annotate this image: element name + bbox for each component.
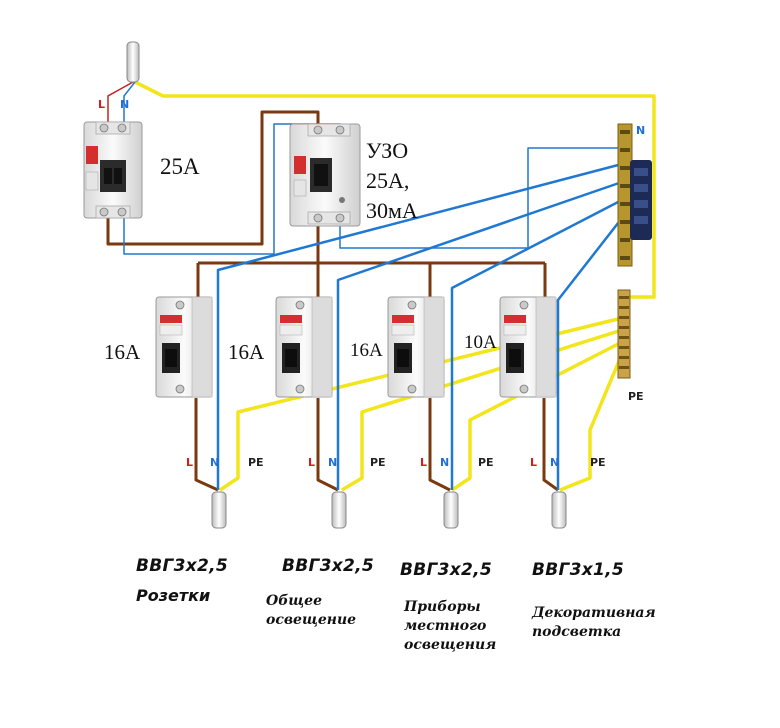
cable-end-2 xyxy=(331,491,347,529)
circuit-3-n-label: N xyxy=(440,456,450,469)
circuit-3-purpose-line-1: Приборы xyxy=(404,599,481,615)
circuit-3-l-label: L xyxy=(420,456,428,469)
main-l-label: L xyxy=(98,98,106,111)
neutral-busbar-label: N xyxy=(636,124,646,137)
circuit-2-purpose-line-2: освещение xyxy=(266,612,357,628)
circuit-4-pe-label: PE xyxy=(590,456,606,469)
circuit-2-pe-label: PE xyxy=(370,456,386,469)
main-breaker-rating: 25А xyxy=(160,154,200,179)
circuit-2-l-label: L xyxy=(308,456,316,469)
circuit-1-purpose: Розетки xyxy=(136,586,210,606)
circuit-3-pe-label: PE xyxy=(478,456,494,469)
circuit-4-purpose-line-1: Декоративная xyxy=(532,605,656,621)
breaker-2-rating: 16А xyxy=(228,340,265,364)
circuit-4-n-label: N xyxy=(550,456,560,469)
phase-wires xyxy=(106,110,559,492)
circuit-2-n-label: N xyxy=(328,456,338,469)
main-breaker xyxy=(83,121,143,219)
neutral-wires xyxy=(123,81,623,490)
breaker-3-rating: 16А xyxy=(350,340,383,361)
neutral-busbar xyxy=(617,123,652,267)
circuit-2-cable: ВВГ3х2,5 xyxy=(282,556,375,576)
circuit-1-purpose-line: Розетки xyxy=(136,586,211,605)
circuit-4-l-label: L xyxy=(530,456,538,469)
ground-busbar xyxy=(617,289,631,379)
cable-end-3 xyxy=(443,491,459,529)
circuit-2-purpose-line-1: Общее xyxy=(266,593,322,609)
rcd-device xyxy=(289,123,361,227)
main-n-label: N xyxy=(120,98,130,111)
circuit-1-pe-label: PE xyxy=(248,456,264,469)
rcd-label-line1: УЗО xyxy=(366,138,409,163)
rcd-label-line3: 30мА xyxy=(366,198,418,223)
branch-breaker-4 xyxy=(499,296,557,398)
circuit-3-purpose-line-3: освещения xyxy=(404,637,497,653)
circuit-1-l-label: L xyxy=(186,456,194,469)
breaker-4-rating: 10А xyxy=(464,332,497,353)
output-cable-ends xyxy=(211,491,567,529)
branch-breaker-3 xyxy=(387,296,445,398)
circuit-3-purpose-line-2: местного xyxy=(404,618,487,634)
cable-end-4 xyxy=(551,491,567,529)
circuit-4-cable: ВВГ3х1,5 xyxy=(532,560,625,580)
cable-end-1 xyxy=(211,491,227,529)
circuit-3-purpose: Приборы местного освещения xyxy=(404,598,496,655)
breaker-1-rating: 16А xyxy=(104,340,141,364)
ground-busbar-label: PE xyxy=(628,390,644,403)
branch-breaker-1 xyxy=(155,296,213,398)
rcd-label: УЗО 25А, 30мА xyxy=(366,136,418,226)
circuit-2-purpose: Общее освещение xyxy=(266,592,356,630)
circuit-1-cable: ВВГ3х2,5 xyxy=(136,556,229,576)
circuit-4-purpose-line-2: подсветка xyxy=(532,624,622,640)
circuit-3-cable: ВВГ3х2,5 xyxy=(400,560,493,580)
input-phase xyxy=(107,81,134,122)
circuit-4-purpose: Декоративная подсветка xyxy=(532,604,656,642)
circuit-1-n-label: N xyxy=(210,456,220,469)
branch-breakers xyxy=(155,296,557,398)
branch-breaker-2 xyxy=(275,296,333,398)
input-cable-end xyxy=(126,41,140,83)
rcd-label-line2: 25А, xyxy=(366,168,410,193)
